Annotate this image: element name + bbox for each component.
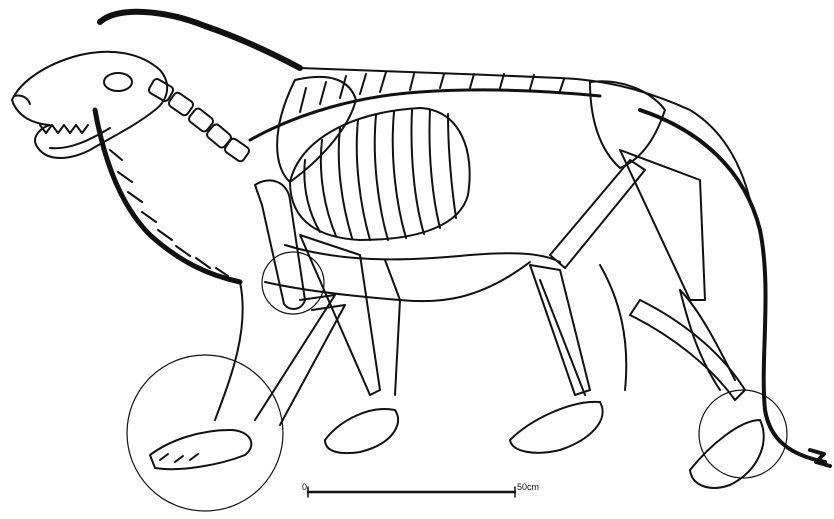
front-paw bbox=[150, 430, 251, 469]
scapula bbox=[277, 77, 356, 182]
hind-paw-left bbox=[510, 402, 603, 453]
mane-strands bbox=[110, 150, 228, 276]
front-leg-rear bbox=[300, 235, 400, 395]
front-leg-outline bbox=[215, 282, 243, 420]
femur-right bbox=[620, 150, 705, 300]
pelvis bbox=[590, 81, 665, 168]
hind-paw-right bbox=[690, 420, 764, 488]
body-outline bbox=[265, 68, 750, 380]
scale-end-label: 50cm bbox=[517, 482, 539, 492]
spine bbox=[250, 90, 600, 140]
cervical-vertebrae bbox=[147, 78, 250, 163]
radius-ulna-front bbox=[255, 295, 345, 425]
belly-outline bbox=[285, 245, 560, 262]
skull bbox=[12, 52, 167, 158]
nose bbox=[14, 95, 30, 104]
ribcage-outline bbox=[290, 108, 470, 240]
scale-start-label: 0 bbox=[302, 482, 307, 492]
front-paw-rear bbox=[325, 409, 398, 453]
hind-leg-outline bbox=[600, 265, 720, 390]
eye-socket bbox=[104, 73, 132, 91]
ribs bbox=[304, 110, 456, 240]
tibia-left bbox=[530, 265, 590, 395]
mane-top bbox=[100, 12, 300, 68]
femur-left bbox=[550, 160, 645, 268]
tail bbox=[640, 110, 825, 462]
